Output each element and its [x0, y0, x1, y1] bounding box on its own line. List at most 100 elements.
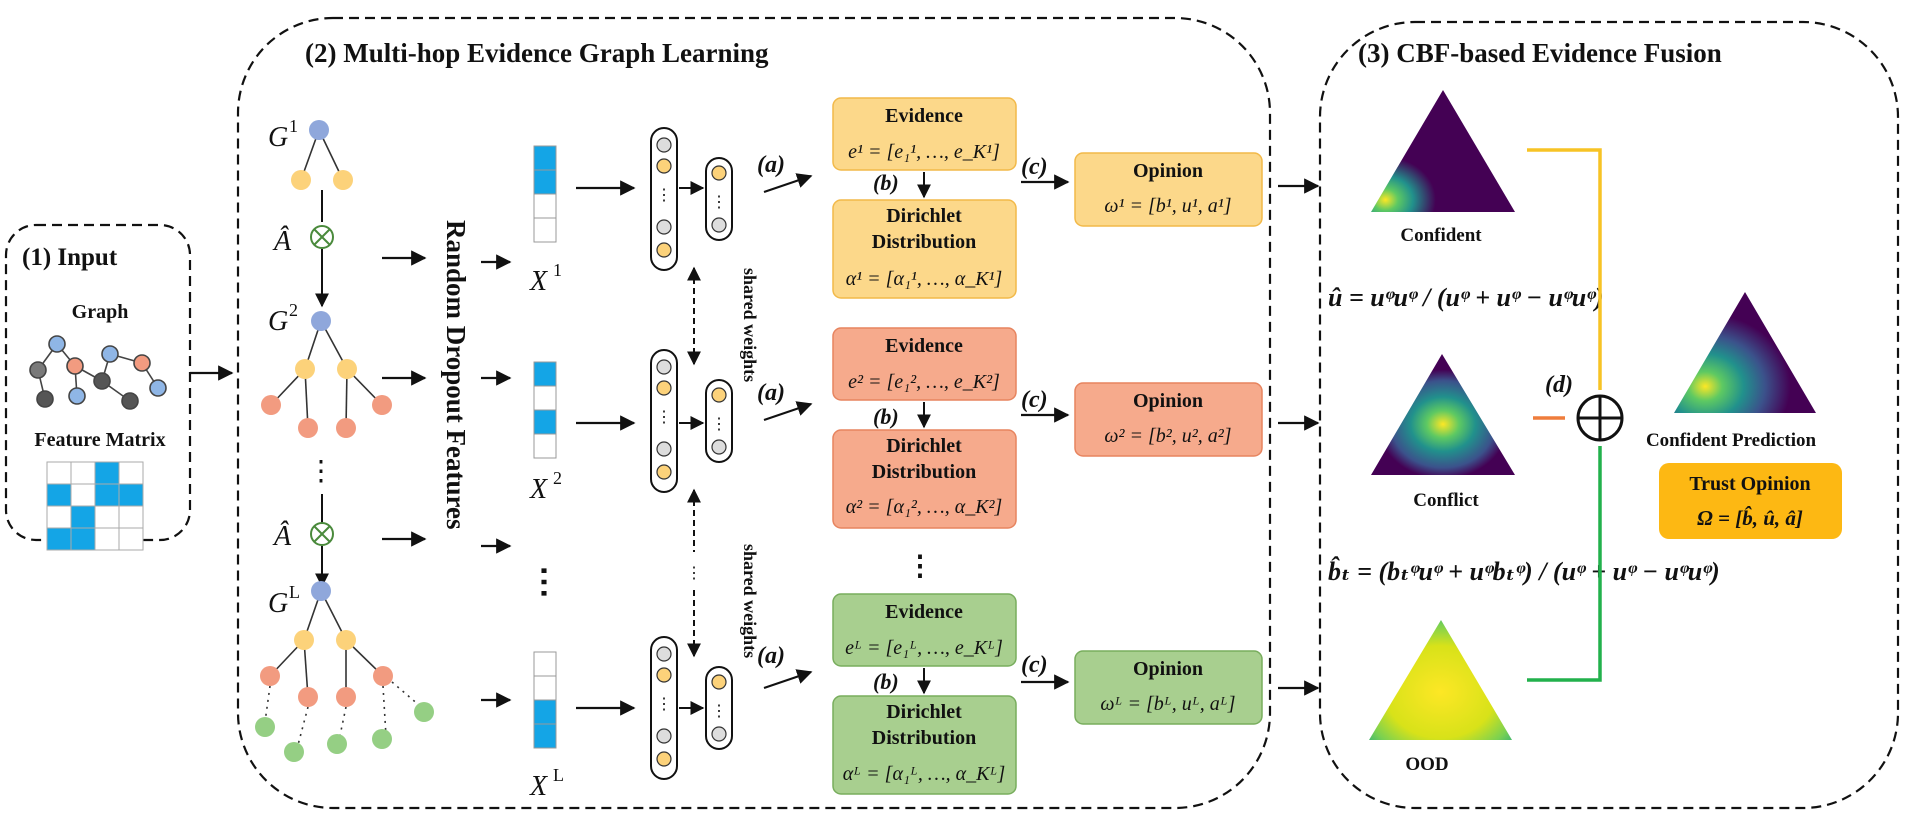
svg-text:⋮: ⋮ [711, 416, 727, 433]
opinion-formula-2: ω² = [b², u², a²] [1104, 425, 1231, 447]
shared-weights-label-1: shared weights [740, 268, 760, 382]
fusion-title: (3) CBF-based Evidence Fusion [1358, 38, 1722, 68]
feature-vector-xl [533, 651, 557, 749]
confident-triangle [1371, 90, 1515, 212]
step-b-1: (b) [873, 170, 899, 195]
dirichlet-formula-l: αᴸ = [α₁ᴸ, …, α_Kᴸ] [843, 763, 1006, 785]
x1-sup: 1 [553, 260, 562, 280]
multihop-title: (2) Multi-hop Evidence Graph Learning [305, 38, 769, 68]
shared-weights-label-2: shared weights [740, 544, 760, 658]
step-b-l: (b) [873, 669, 899, 694]
opinion-box-1 [1074, 152, 1263, 227]
svg-text:Opinion: Opinion [1133, 658, 1203, 680]
graph-sup-g1: 1 [289, 116, 298, 136]
otimes-icon [310, 225, 334, 249]
x1-label: X [529, 266, 548, 297]
svg-text:Distribution: Distribution [872, 231, 976, 253]
ood-connector [1527, 446, 1602, 682]
graph-label: Graph [72, 301, 129, 323]
step-a-2: (a) [757, 380, 785, 406]
svg-text:Distribution: Distribution [872, 727, 976, 749]
prediction-triangle [1674, 292, 1816, 413]
feature-vector-x2 [533, 361, 557, 459]
graph-hop-L: G L [255, 581, 434, 762]
evidence-box-1 [832, 97, 1017, 171]
a-hat-2: Â [272, 521, 292, 552]
svg-text:Evidence: Evidence [885, 601, 963, 623]
graph-sup-g2: 2 [289, 300, 298, 320]
input-graph [29, 335, 167, 410]
graph-label-g1: G [268, 122, 288, 153]
graph-label-gl: G [268, 588, 288, 619]
step-c-l: (c) [1021, 652, 1048, 678]
step-c-1: (c) [1021, 154, 1048, 180]
network-2: ⋮ ⋮ [650, 349, 733, 493]
svg-text:⋮: ⋮ [656, 409, 672, 426]
input-title: (1) Input [22, 244, 118, 271]
confident-connector [1527, 148, 1602, 390]
trust-opinion-title: Trust Opinion [1689, 473, 1810, 495]
svg-text:Distribution: Distribution [872, 461, 976, 483]
graph-sup-gl: L [289, 582, 300, 602]
dropout-label: Random Dropout Features [441, 220, 471, 530]
opinion-formula-l: ωᴸ = [bᴸ, uᴸ, aᴸ] [1100, 693, 1235, 715]
evidence-box-l [832, 593, 1017, 667]
hop-ellipsis: ⋮ [307, 456, 335, 487]
step-b-2: (b) [873, 404, 899, 429]
box-ellipsis: ⋮ [906, 551, 934, 582]
dirichlet-box-2 [832, 429, 1017, 529]
shared-ellipsis: ⋮ [686, 565, 702, 582]
fusion-section-border [1318, 20, 1900, 810]
x2-sup: 2 [553, 468, 562, 488]
opinion-formula-1: ω¹ = [b¹, u¹, a¹] [1104, 195, 1231, 217]
svg-text:⋮: ⋮ [711, 703, 727, 720]
svg-text:⋮: ⋮ [656, 696, 672, 713]
svg-text:⋮: ⋮ [656, 187, 672, 204]
evidence-formula-2: e² = [e₁², …, e_K²] [848, 371, 1000, 393]
feature-matrix-label: Feature Matrix [34, 429, 165, 451]
step-a-1: (a) [757, 152, 785, 178]
svg-text:Dirichlet: Dirichlet [886, 701, 962, 723]
svg-text:Dirichlet: Dirichlet [886, 205, 962, 227]
otimes-icon [310, 522, 334, 546]
feature-vector-x1 [533, 145, 557, 243]
conflict-label: Conflict [1413, 490, 1479, 511]
confident-prediction-label: Confident Prediction [1646, 430, 1817, 451]
ood-label: OOD [1405, 754, 1448, 775]
dirichlet-box-1 [832, 199, 1017, 299]
evidence-box-2 [832, 327, 1017, 401]
network-1: ⋮ ⋮ [650, 127, 733, 271]
svg-text:Evidence: Evidence [885, 335, 963, 357]
xl-label: X [529, 771, 548, 802]
x-ellipsis: ⋯ [525, 565, 562, 599]
a-hat-1: Â [272, 226, 292, 257]
step-d: (d) [1545, 372, 1573, 398]
graph-label-g2: G [268, 306, 288, 337]
evidence-formula-1: e¹ = [e₁¹, …, e_K¹] [848, 141, 1000, 163]
svg-text:Dirichlet: Dirichlet [886, 435, 962, 457]
oplus-icon [1576, 394, 1624, 442]
dirichlet-box-l [832, 695, 1017, 795]
dirichlet-formula-1: α¹ = [α₁¹, …, α_K¹] [846, 268, 1003, 290]
confident-label: Confident [1400, 225, 1482, 246]
graph-hop-1: G 1 Â [268, 116, 353, 308]
svg-text:Opinion: Opinion [1133, 390, 1203, 412]
b-hat-formula: b̂ₜ = (bₜᵠuᵠ + uᵠbₜᵠ) / (uᵠ + uᵠ − uᵠuᵠ) [1328, 557, 1720, 586]
ood-triangle [1369, 620, 1512, 740]
trust-opinion-box [1659, 463, 1842, 539]
multihop-section-border [236, 16, 1272, 810]
trust-opinion-formula: Ω = [b̂, û, â] [1697, 505, 1803, 530]
conflict-triangle [1371, 354, 1515, 475]
step-c-2: (c) [1021, 387, 1048, 413]
svg-text:⋮: ⋮ [711, 194, 727, 211]
opinion-box-2 [1074, 382, 1263, 457]
u-hat-formula: û = uᵠuᵠ / (uᵠ + uᵠ − uᵠuᵠ) [1328, 283, 1604, 312]
network-l: ⋮ ⋮ [650, 636, 733, 780]
dirichlet-formula-2: α² = [α₁², …, α_K²] [846, 496, 1003, 518]
evidence-title-1: Evidence [885, 105, 963, 127]
step-a-l: (a) [757, 643, 785, 669]
x2-label: X [529, 474, 548, 505]
svg-text:Opinion: Opinion [1133, 160, 1203, 182]
